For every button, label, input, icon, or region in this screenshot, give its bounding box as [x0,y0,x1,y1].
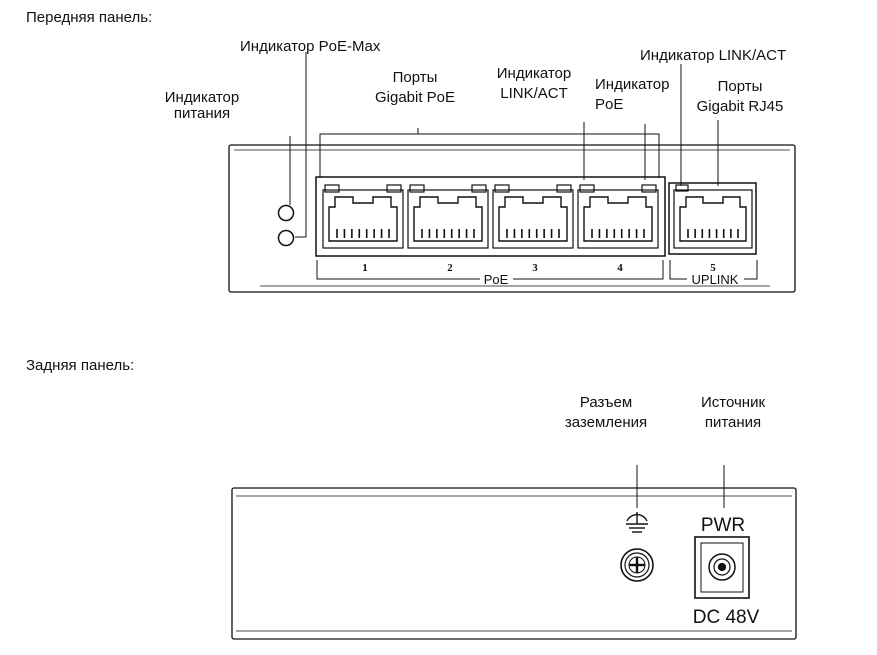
poe-group-bracket [316,260,664,280]
link-act-indicator-label: Индикатор LINK/ACT [497,64,572,104]
rear-chassis-outline [231,487,797,640]
gigabit-rj45-ports-label: Порты Gigabit RJ45 [697,77,784,117]
rj45-socket-4 [583,196,653,242]
link-act-led-3 [494,184,510,193]
grounding-connector-label: Разъем заземления [565,393,647,433]
dc-power-jack-icon [694,536,750,599]
link-act-led-4 [579,184,595,193]
link-act-led-1 [324,184,340,193]
gigabit-rj45-ports-label-line2: Gigabit RJ45 [696,98,784,115]
poe-led-1 [386,184,402,193]
link-act-led-2 [409,184,425,193]
poe-indicator-label: Индикатор PoE [595,75,670,115]
uplink-group-bracket [669,260,758,280]
link-act-indicator-label-line2: LINK/ACT [500,85,568,102]
rj45-pins-2 [421,229,475,238]
uplink-link-act-indicator-label: Индикатор LINK/ACT [640,47,787,64]
power-source-label-line2: питания [704,414,762,431]
port-number-2: 2 [447,262,453,274]
uplink-link-act-led [675,184,689,192]
rj45-jack-outline-1 [322,189,404,249]
rj45-jack-outline-3 [492,189,574,249]
poe-ports-bracket [319,128,660,178]
pwr-label: PWR [701,515,745,536]
poe-ports [322,184,753,249]
poe-led-2 [471,184,487,193]
gigabit-poe-ports-label-line1: Порты [392,69,438,86]
poe-led-4 [641,184,657,193]
rear-panel [231,465,797,640]
poe-max-led [277,204,295,222]
poe-max-indicator-label: Индикатор PoE-Max [240,38,381,55]
rj45-pins-5 [687,229,739,238]
rj45-port-3 [492,184,574,249]
rj45-jack-outline-5 [673,189,753,249]
link-act-indicator-label-line1: Индикатор [496,65,572,82]
uplink-group-label: UPLINK [692,272,739,287]
power-source-label-line1: Источник [700,394,766,411]
power-indicator-label-line1: Индикатор [164,89,240,106]
rj45-socket-2 [413,196,483,242]
uplink-port-block [668,182,757,255]
rj45-port-2 [407,184,489,249]
port-number-1: 1 [362,262,368,274]
dc-voltage-label: DC 48V [693,607,760,628]
rj45-socket-5 [679,196,747,242]
front-panel [228,52,796,293]
rj45-jack-outline-4 [577,189,659,249]
rj45-socket-3 [498,196,568,242]
poe-led-3 [556,184,572,193]
poe-indicator-label-line1: Индикатор [595,76,670,93]
power-source-label: Источник питания [701,393,765,433]
rj45-pins-4 [591,229,645,238]
ground-screw-icon [620,548,654,582]
power-indicator-label: Индикатор питания [165,90,240,122]
rear-panel-heading: Задняя панель: [26,357,135,374]
front-panel-heading: Передняя панель: [26,9,153,26]
poe-indicator-label-line2: PoE [595,96,624,113]
power-indicator-label-line2: питания [173,105,231,122]
ground-symbol-icon [626,512,648,533]
poe-group-label: PoE [484,272,509,287]
grounding-connector-label-line1: Разъем [579,394,633,411]
gigabit-poe-ports-label-line2: Gigabit PoE [374,89,456,106]
grounding-connector-label-line2: заземления [564,414,648,431]
power-led [277,229,295,247]
rj45-port-1 [322,184,404,249]
rj45-port-4 [577,184,659,249]
gigabit-rj45-ports-label-line1: Порты [717,78,763,95]
front-chassis-outline [228,144,796,293]
rj45-jack-outline-2 [407,189,489,249]
gigabit-poe-ports-label: Порты Gigabit PoE [375,68,455,108]
rj45-pins-3 [506,229,560,238]
port-number-5: 5 [710,262,716,274]
poe-max-leader-line [295,52,307,238]
rj45-pins-1 [336,229,390,238]
rj45-port-5 [673,184,753,249]
port-number-4: 4 [617,262,623,274]
port-number-3: 3 [532,262,538,274]
rj45-socket-1 [328,196,398,242]
poe-port-block [315,176,666,257]
